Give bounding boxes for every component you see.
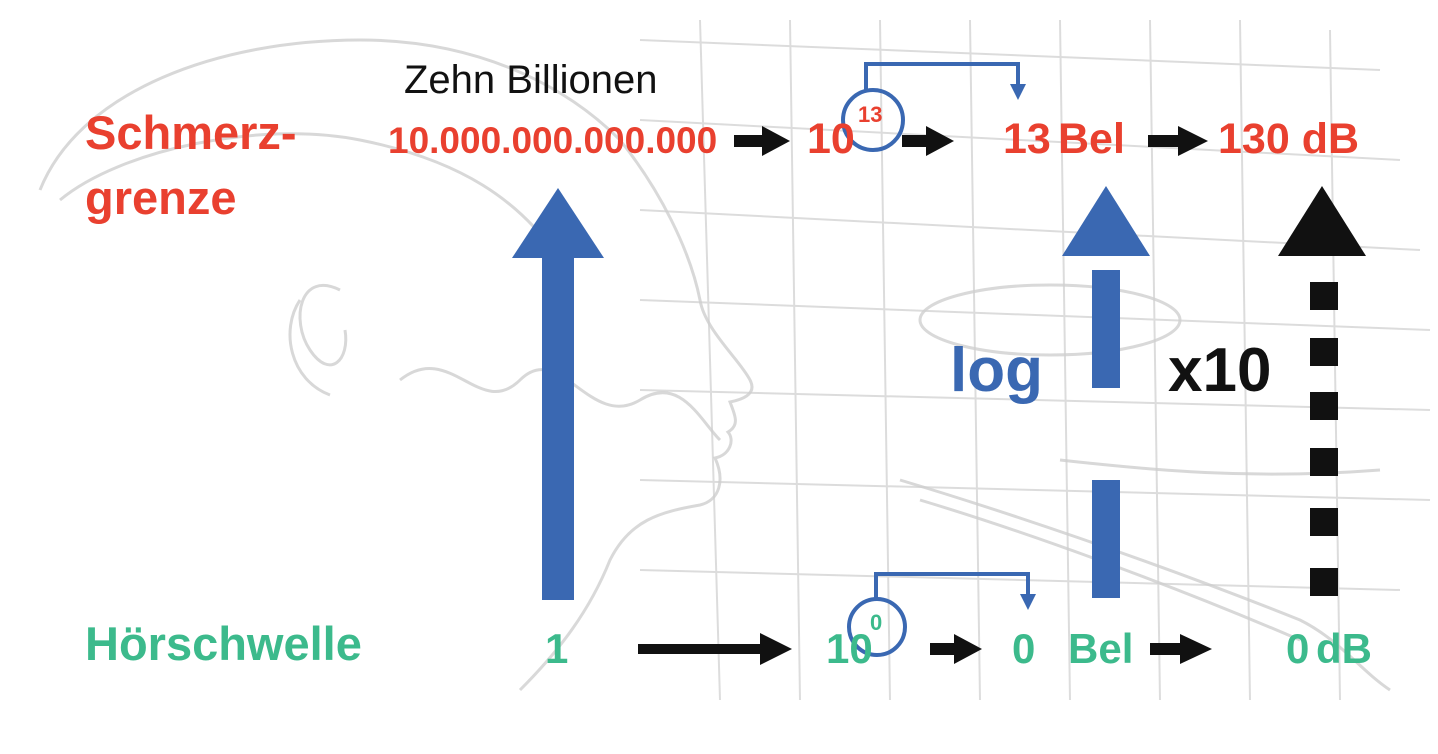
x10-arrow-head bbox=[1278, 186, 1366, 256]
caption-ten-trillion: Zehn Billionen bbox=[404, 58, 658, 102]
pain-threshold-label-line2: grenze bbox=[85, 171, 237, 224]
top-number: 10.000.000.000.000 bbox=[388, 120, 718, 161]
big-arrow-shaft bbox=[542, 255, 574, 600]
times10-operation-label: x10 bbox=[1168, 336, 1272, 405]
bottom-exponent: 0 bbox=[870, 610, 883, 635]
arrow-right-icon bbox=[1150, 634, 1212, 664]
bracket-arrow-icon bbox=[874, 572, 1036, 610]
arrow-up-icon bbox=[1278, 186, 1366, 596]
x10-arrow-dash bbox=[1310, 448, 1338, 476]
arrow-right-icon bbox=[902, 126, 954, 156]
bottom-number: 1 bbox=[545, 625, 569, 672]
x10-arrow-dash bbox=[1310, 568, 1338, 596]
top-power-base: 10 bbox=[807, 115, 855, 163]
circle-highlight-icon bbox=[841, 88, 905, 152]
bottom-power-base: 10 bbox=[826, 625, 873, 672]
pain-threshold-label-line1: Schmerz- bbox=[85, 106, 297, 159]
log-operation-label: log bbox=[950, 336, 1043, 405]
log-arrow-segment-lower bbox=[1092, 480, 1120, 598]
hearing-threshold-label: Hörschwelle bbox=[85, 617, 362, 670]
bottom-db-value: 0 bbox=[1286, 625, 1310, 672]
arrow-right-icon bbox=[638, 633, 792, 665]
arrow-right-icon bbox=[930, 634, 982, 664]
top-bel-value: 13 bbox=[1003, 115, 1051, 163]
arrow-up-icon bbox=[1062, 186, 1150, 598]
arrow-up-icon bbox=[512, 188, 604, 600]
x10-arrow-dash bbox=[1310, 508, 1338, 536]
bottom-db-unit: dB bbox=[1316, 625, 1372, 672]
x10-arrow-dash bbox=[1310, 392, 1338, 420]
arrow-right-icon bbox=[734, 126, 790, 156]
top-exponent: 13 bbox=[858, 102, 883, 127]
top-bel-unit: Bel bbox=[1058, 115, 1125, 163]
top-db: 130 dB bbox=[1218, 115, 1360, 163]
arrow-right-icon bbox=[1148, 126, 1208, 156]
bottom-bel-unit: Bel bbox=[1068, 625, 1134, 672]
log-arrow-head bbox=[1062, 186, 1150, 256]
bracket-arrow-icon bbox=[864, 62, 1026, 100]
top-row-arrows bbox=[734, 126, 1208, 156]
bottom-bel-value: 0 bbox=[1012, 625, 1036, 672]
log-arrow-segment-upper bbox=[1092, 270, 1120, 388]
x10-arrow-dash bbox=[1310, 282, 1338, 310]
bottom-row-arrows bbox=[638, 633, 1212, 665]
big-arrow-head bbox=[512, 188, 604, 258]
x10-arrow-dash bbox=[1310, 338, 1338, 366]
